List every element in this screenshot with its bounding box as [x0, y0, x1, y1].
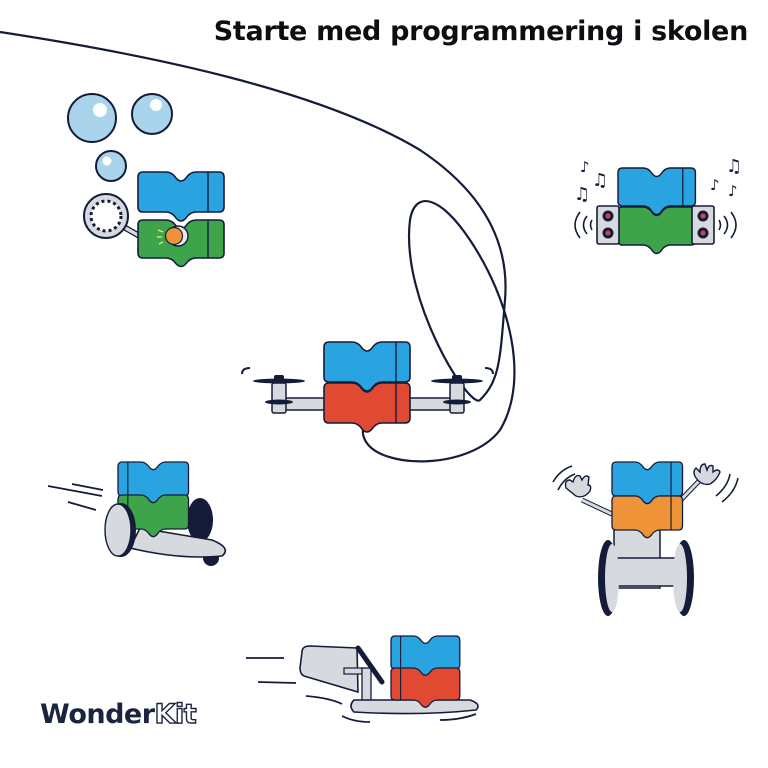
- speaker-icon: [691, 205, 715, 245]
- hand-icon: [564, 474, 592, 498]
- hand-icon: [693, 463, 721, 486]
- bubble-icon: [131, 93, 173, 135]
- page-title: Starte med programmering i skolen: [213, 16, 749, 47]
- hovercraft-illustration: [246, 635, 479, 723]
- speaker-icon: [596, 205, 620, 245]
- music-note-icon: ♫: [592, 170, 608, 191]
- waving-robot-illustration: [552, 461, 739, 616]
- music-note-icon: ♪: [710, 176, 720, 194]
- bubble-icon: [67, 93, 117, 143]
- cable-line: [0, 30, 516, 463]
- music-note-icon: ♪: [580, 158, 590, 176]
- logo-word-wonder: Wonder: [40, 699, 155, 730]
- drone-illustration: [241, 341, 494, 433]
- music-note-icon: ♫: [574, 184, 590, 205]
- car-illustration: [47, 461, 227, 566]
- music-speaker-illustration: ♫ ♪ ♫ ♪ ♫ ♪: [574, 156, 742, 255]
- music-note-icon: ♫: [726, 156, 742, 177]
- bubble-machine-illustration: [67, 93, 225, 268]
- bubble-icon: [95, 150, 127, 182]
- wonderkit-logo: WonderKit: [40, 698, 197, 730]
- music-note-icon: ♪: [728, 182, 738, 200]
- logo-word-kit: Kit: [154, 698, 197, 730]
- light-icon: [164, 226, 184, 246]
